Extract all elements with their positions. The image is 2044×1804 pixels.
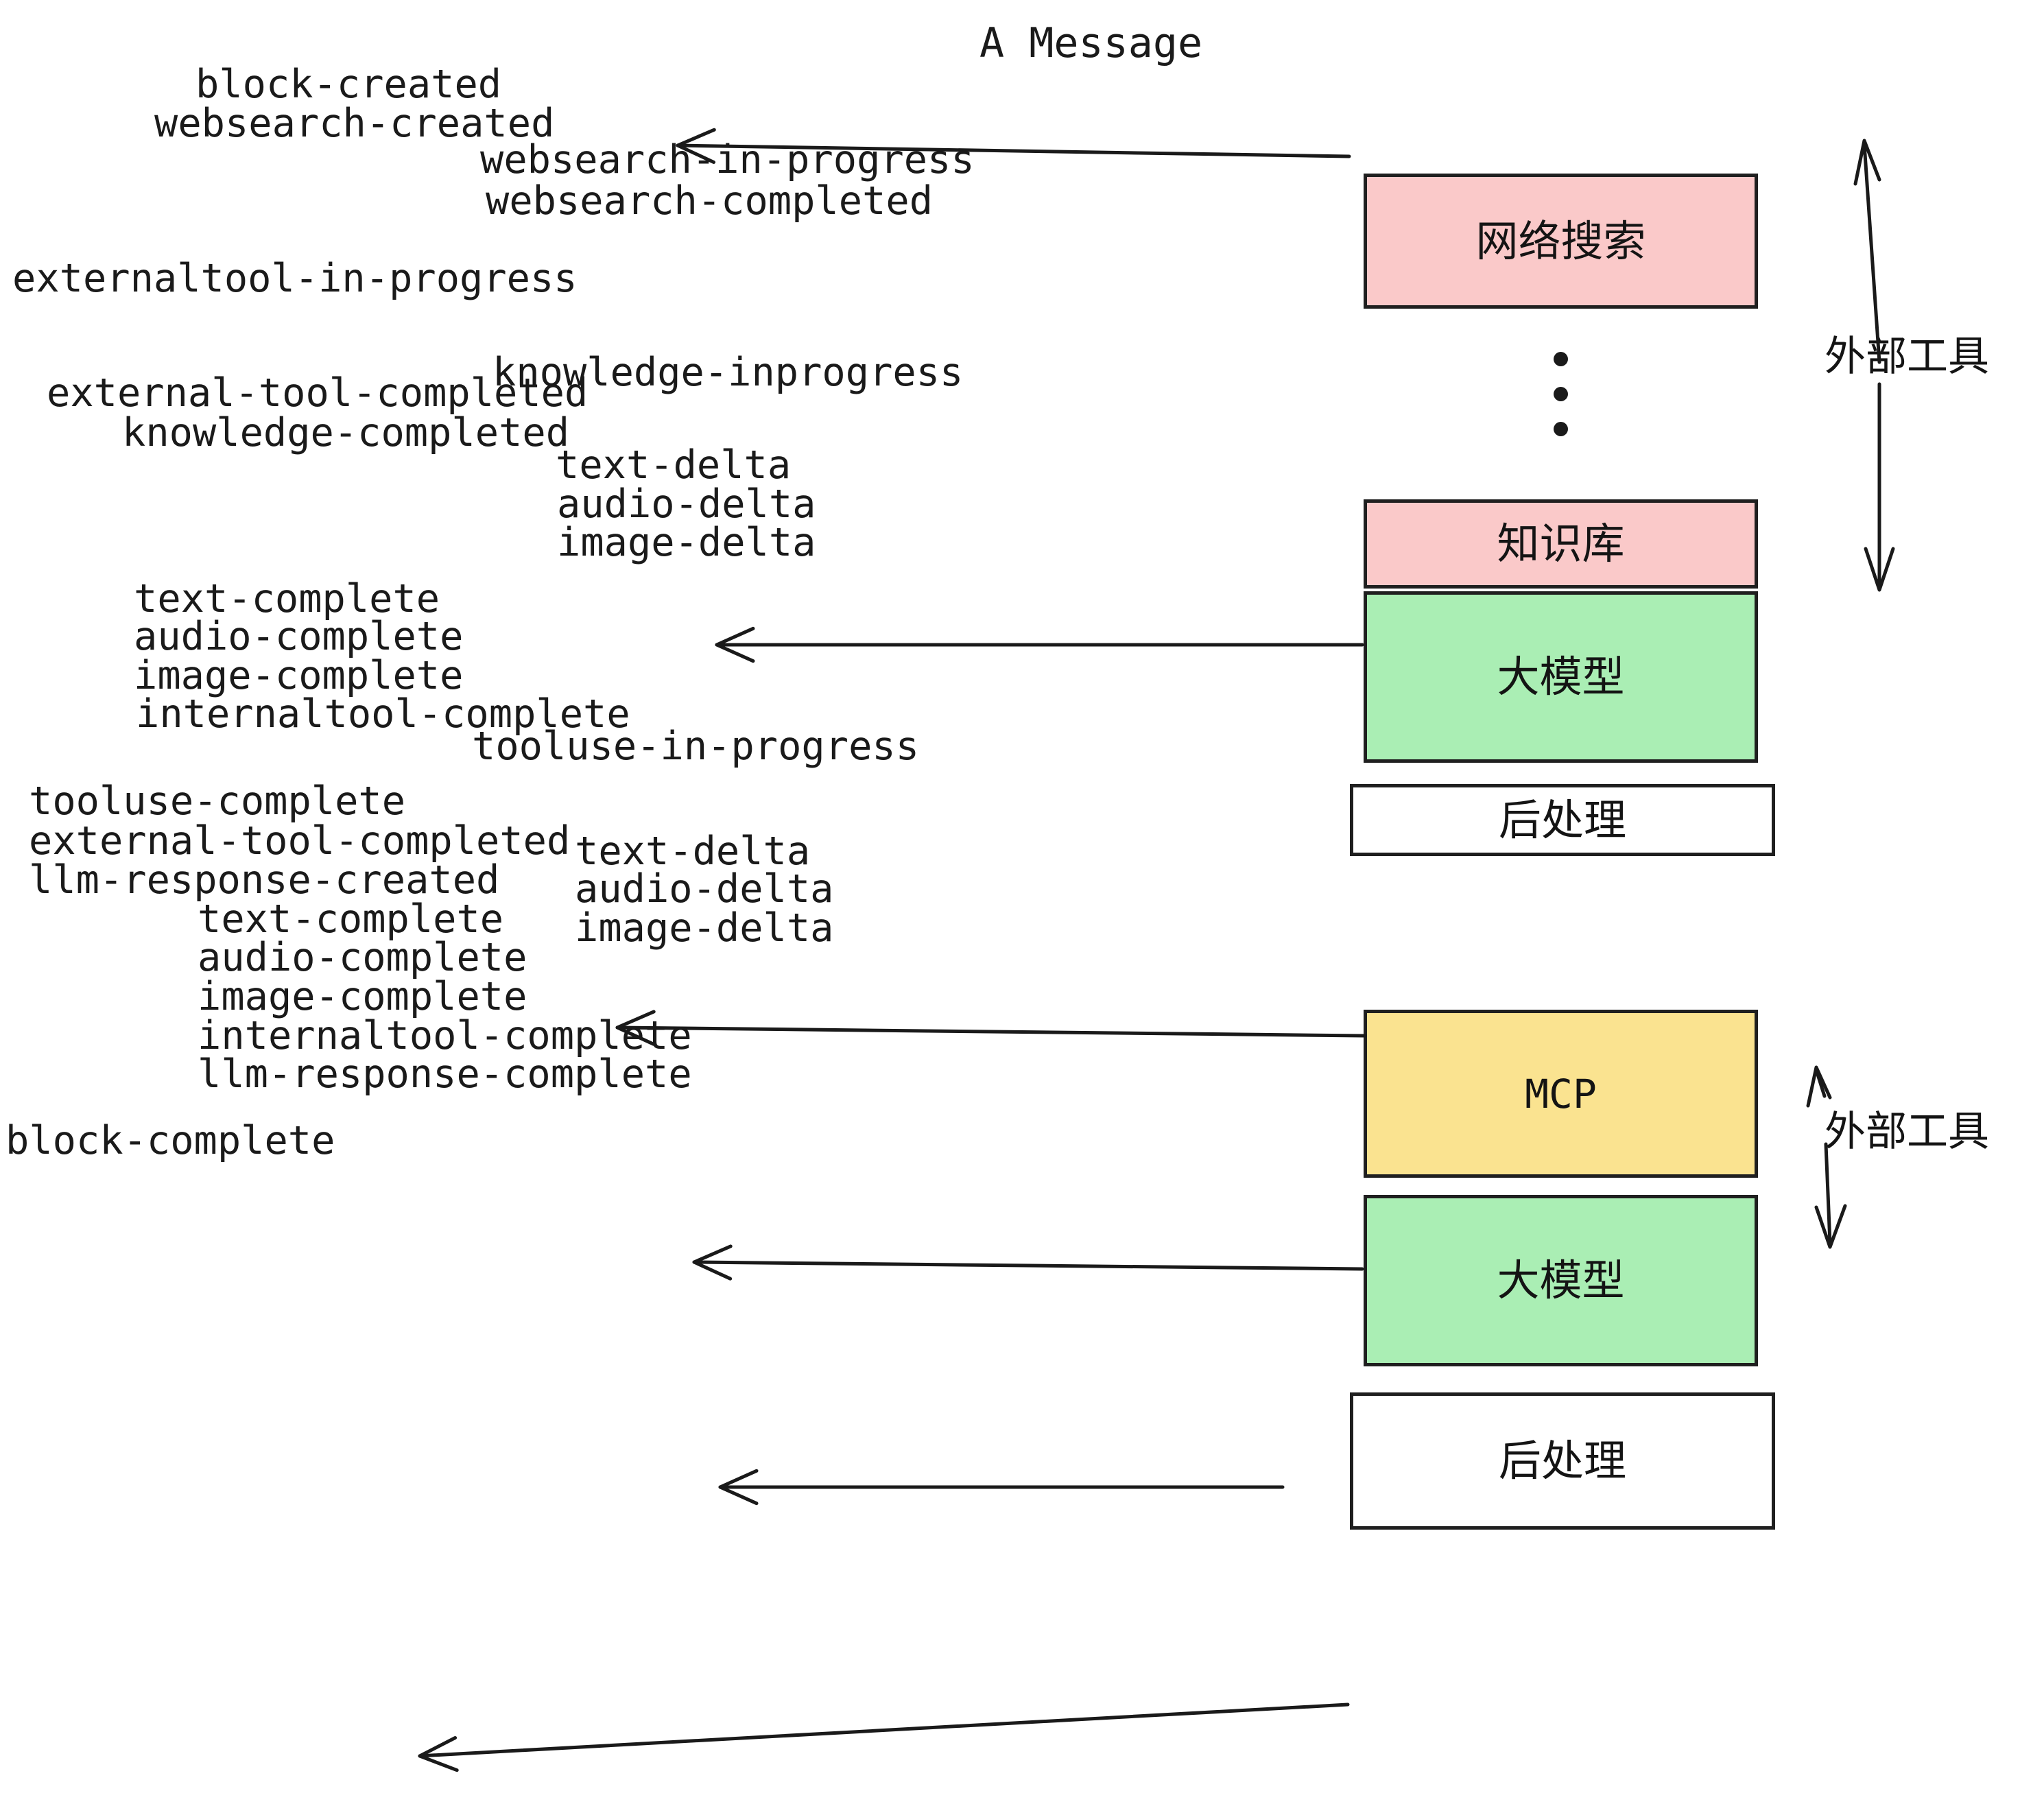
arrow-image-complete bbox=[615, 1025, 1367, 1038]
arrow-knowledge-completed-head-icon bbox=[715, 626, 755, 663]
event-label: block-complete bbox=[5, 1118, 335, 1163]
event-label: internaltool-complete bbox=[136, 691, 630, 737]
node-box-websearch[interactable]: 网络搜索 bbox=[1364, 174, 1758, 309]
event-label: block-created bbox=[195, 62, 502, 107]
event-label: knowledge-completed bbox=[122, 410, 570, 455]
event-label: external-tool-completed bbox=[47, 370, 589, 416]
arrow-block-complete bbox=[418, 1702, 1350, 1758]
event-label: externaltool-in-progress bbox=[12, 256, 578, 301]
event-label: text-complete bbox=[134, 576, 440, 621]
dot-icon bbox=[1554, 422, 1568, 436]
node-box-post2[interactable]: 后处理 bbox=[1350, 1392, 1775, 1530]
event-label: text-complete bbox=[198, 897, 504, 942]
event-label: external-tool-completed bbox=[29, 818, 571, 864]
event-label: image-complete bbox=[198, 974, 527, 1019]
event-label: text-delta bbox=[575, 829, 811, 874]
ellipsis-dots-icon bbox=[1554, 352, 1568, 436]
event-label: audio-complete bbox=[198, 935, 527, 980]
event-label: audio-complete bbox=[134, 614, 464, 659]
event-label: image-delta bbox=[557, 520, 816, 565]
node-box-knowledge[interactable]: 知识库 bbox=[1364, 499, 1758, 589]
event-label: tooluse-in-progress bbox=[472, 724, 920, 769]
external-tool-bracket-bottom bbox=[1806, 1065, 1847, 1249]
event-label: websearch-created bbox=[154, 101, 555, 146]
event-label: knowledge-inprogress bbox=[492, 350, 964, 395]
event-label: websearch-completed bbox=[486, 178, 934, 224]
dot-icon bbox=[1554, 352, 1568, 366]
node-box-post1[interactable]: 后处理 bbox=[1350, 784, 1775, 856]
arrow-audio-complete-head-icon bbox=[718, 1469, 759, 1506]
arrow-block-complete-head-icon bbox=[418, 1736, 459, 1772]
event-label: audio-delta bbox=[575, 866, 834, 912]
event-label: llm-response-created bbox=[29, 857, 500, 903]
event-label: llm-response-complete bbox=[198, 1052, 692, 1097]
event-label: tooluse-complete bbox=[29, 779, 406, 824]
dot-icon bbox=[1554, 387, 1568, 401]
event-label: image-delta bbox=[575, 905, 834, 951]
node-box-mcp[interactable]: MCP bbox=[1364, 1010, 1758, 1178]
event-label: image-complete bbox=[134, 653, 464, 698]
event-label: audio-delta bbox=[557, 482, 816, 527]
diagram-title: A Message bbox=[979, 19, 1203, 67]
node-box-llm2[interactable]: 大模型 bbox=[1364, 1195, 1758, 1366]
arrow-tooluse-complete bbox=[692, 1260, 1364, 1271]
arrow-tooluse-complete-head-icon bbox=[692, 1244, 733, 1281]
event-label: websearch-in-progress bbox=[480, 137, 975, 182]
node-box-llm1[interactable]: 大模型 bbox=[1364, 591, 1758, 763]
event-label: text-delta bbox=[556, 442, 792, 488]
event-label: internaltool-complete bbox=[198, 1013, 692, 1058]
external-tool-label: 外部工具 bbox=[1825, 1108, 1989, 1156]
external-tool-label: 外部工具 bbox=[1825, 333, 1989, 381]
